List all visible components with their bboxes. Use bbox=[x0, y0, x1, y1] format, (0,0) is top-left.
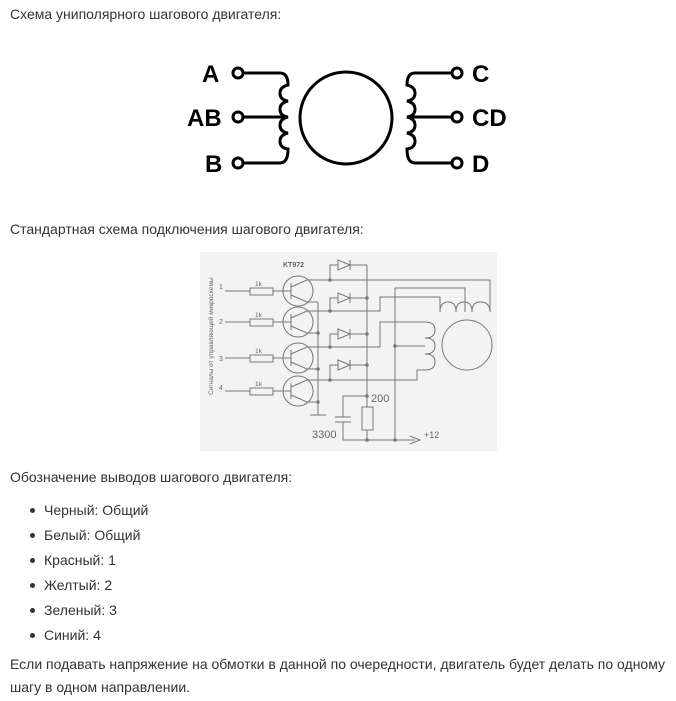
signals-label: Сигналы от управляющей микросхемы bbox=[207, 277, 215, 395]
resistor-3-label: 1k bbox=[255, 348, 263, 355]
paragraph: Если подавать напряжение на обмотки в да… bbox=[10, 656, 665, 695]
caption-unipolar-scheme: Схема униполярного шагового двигателя: bbox=[10, 6, 282, 22]
connection-circuit-diagram: KT972 Сигналы от управляющей микросхемы … bbox=[200, 252, 497, 451]
resistor-4-label: 1k bbox=[255, 381, 263, 388]
list-item: Белый: Общий bbox=[0, 523, 148, 548]
terminal-ab-label: AB bbox=[187, 105, 222, 132]
list-item: Красный: 1 bbox=[0, 548, 148, 573]
resistor-2-label: 1k bbox=[255, 312, 263, 319]
list-item: Зеленый: 3 bbox=[0, 598, 148, 623]
supply-label: +12 bbox=[424, 430, 439, 440]
unipolar-motor-diagram: A AB B C CD D bbox=[187, 61, 507, 178]
input-3-label: 3 bbox=[219, 356, 223, 363]
input-4-label: 4 bbox=[219, 385, 223, 392]
caption-wire-colors: Обозначение выводов шагового двигателя: bbox=[10, 469, 293, 485]
input-1-label: 1 bbox=[219, 284, 223, 291]
wire-color-list: Черный: Общий Белый: Общий Красный: 1 Же… bbox=[0, 498, 148, 648]
terminal-d-label: D bbox=[472, 151, 489, 178]
resistor-200-label: 200 bbox=[371, 393, 389, 405]
terminal-b-label: B bbox=[205, 151, 222, 178]
transistor-label: KT972 bbox=[283, 262, 304, 269]
list-item: Черный: Общий bbox=[0, 498, 148, 523]
capacitor-label: 3300 bbox=[312, 429, 336, 441]
input-2-label: 2 bbox=[219, 319, 223, 326]
list-item: Желтый: 2 bbox=[0, 573, 148, 598]
resistor-1-label: 1k bbox=[255, 281, 263, 288]
terminal-c-label: C bbox=[472, 61, 489, 88]
terminal-a-label: A bbox=[202, 61, 219, 88]
list-item: Синий: 4 bbox=[0, 623, 148, 648]
caption-connection-scheme: Стандартная схема подключения шагового д… bbox=[10, 221, 364, 237]
terminal-cd-label: CD bbox=[472, 105, 507, 132]
